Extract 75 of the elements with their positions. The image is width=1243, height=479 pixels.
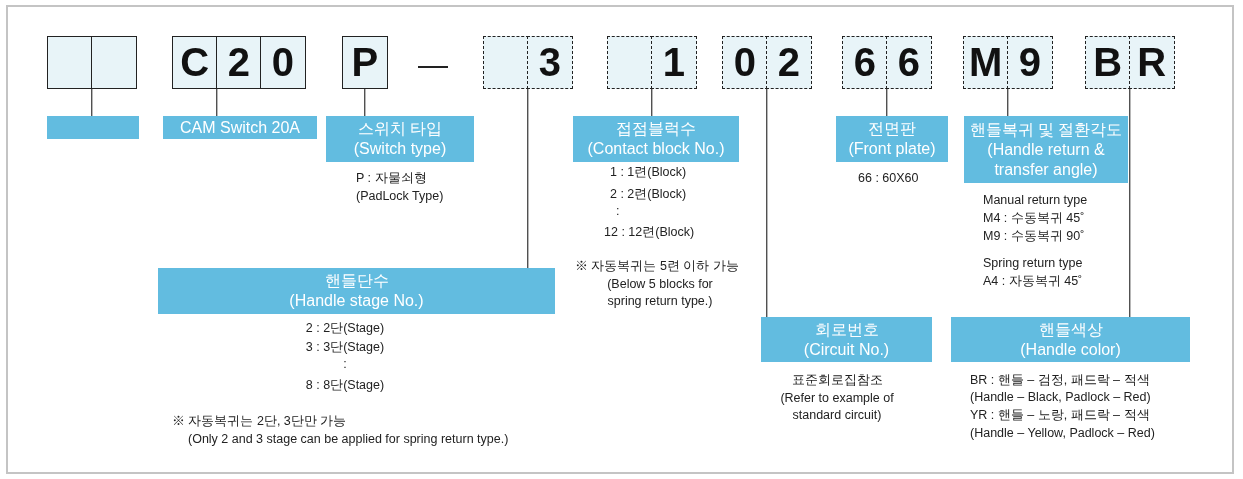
code-character: 9 (1007, 36, 1053, 89)
code-character: C (172, 36, 218, 89)
description-text: ※ 자동복귀는 5련 이하 가능 (575, 258, 739, 275)
code-character: M (963, 36, 1009, 89)
description-text: 표준회로집참조 (790, 372, 884, 389)
description-text: A4 : 자동복귀 45˚ (983, 273, 1083, 290)
leader-line (1007, 88, 1009, 117)
description-text: (Refer to example of standard circuit) (779, 390, 895, 424)
code-character: P (342, 36, 388, 89)
description-text: M9 : 수동복귀 90˚ (983, 228, 1085, 245)
description-text: 66 : 60X60 (858, 170, 919, 187)
label-subtitle: (Circuit No.) (803, 339, 890, 360)
label-box (761, 317, 932, 362)
description-text: P : 자물쇠형 (356, 170, 427, 187)
label-box (47, 116, 139, 139)
label-title: 스위치 타입 (357, 119, 443, 139)
label-box (964, 116, 1128, 183)
code-character: 6 (886, 36, 932, 89)
description-text: (Only 2 and 3 stage can be applied for spring return type.) (188, 431, 509, 448)
label-title: 핸들색상 (1038, 319, 1103, 340)
description-text: 3 : 3단(Stage) (304, 339, 386, 356)
code-character: B (1085, 36, 1131, 89)
label-subtitle: (Contact block No.) (587, 139, 725, 159)
description-text: : (342, 356, 348, 373)
description-text: (Handle – Black, Padlock – Red) (970, 389, 1151, 406)
leader-line (1129, 88, 1131, 318)
description-text: Manual return type (983, 192, 1088, 209)
label-subtitle: (Handle stage No.) (289, 291, 424, 311)
description-text: (Below 5 blocks for spring return type.) (606, 276, 714, 310)
label-title: 핸들복귀 및 절환각도 (969, 119, 1123, 140)
description-text: YR : 핸들 – 노랑, 패드락 – 적색 (970, 407, 1150, 424)
description-text: 12 : 12련(Block) (604, 224, 695, 241)
label-subtitle: (Front plate) (848, 139, 936, 159)
label-title: CAM Switch 20A (179, 117, 300, 138)
label-box (163, 116, 317, 139)
code-character: 0 (260, 36, 306, 89)
leader-line (91, 88, 93, 117)
description-text: 1 : 1련(Block) (610, 164, 687, 181)
description-text: BR : 핸들 – 검정, 패드락 – 적색 (970, 372, 1150, 389)
leader-line (651, 88, 653, 117)
description-text: (PadLock Type) (356, 188, 444, 205)
code-character: 0 (722, 36, 768, 89)
leader-line (886, 88, 888, 117)
label-subtitle: (Handle return & transfer angle) (986, 139, 1106, 180)
leader-line (364, 88, 366, 117)
description-text: 2 : 2련(Block) (610, 186, 687, 203)
description-text: M4 : 수동복귀 45˚ (983, 210, 1085, 227)
leader-line (216, 88, 218, 117)
description-text: 8 : 8단(Stage) (304, 377, 386, 394)
label-subtitle: (Handle color) (1020, 339, 1121, 360)
label-title: 핸들단수 (324, 271, 389, 291)
label-box (326, 116, 474, 162)
label-title: 접점블럭수 (616, 119, 696, 139)
label-box (836, 116, 948, 162)
leader-line (766, 88, 768, 318)
label-subtitle: (Switch type) (353, 139, 447, 159)
description-text: Spring return type (983, 255, 1083, 272)
code-character: 1 (651, 36, 697, 89)
description-text: (Handle – Yellow, Padlock – Red) (970, 425, 1155, 442)
description-text: 2 : 2단(Stage) (304, 320, 386, 337)
code-character: R (1129, 36, 1175, 89)
label-title: 전면판 (868, 119, 916, 139)
label-box (158, 268, 555, 314)
label-title: 회로번호 (814, 319, 879, 340)
code-character: 6 (842, 36, 888, 89)
code-box (47, 36, 137, 89)
description-text: : (616, 203, 620, 220)
leader-line (527, 88, 529, 269)
separator-dash: — (418, 48, 448, 82)
code-character: 3 (527, 36, 573, 89)
description-text: ※ 자동복귀는 2단, 3단만 가능 (172, 413, 347, 430)
label-box (951, 317, 1190, 362)
label-box (573, 116, 739, 162)
code-character: 2 (766, 36, 812, 89)
code-character: 2 (216, 36, 262, 89)
